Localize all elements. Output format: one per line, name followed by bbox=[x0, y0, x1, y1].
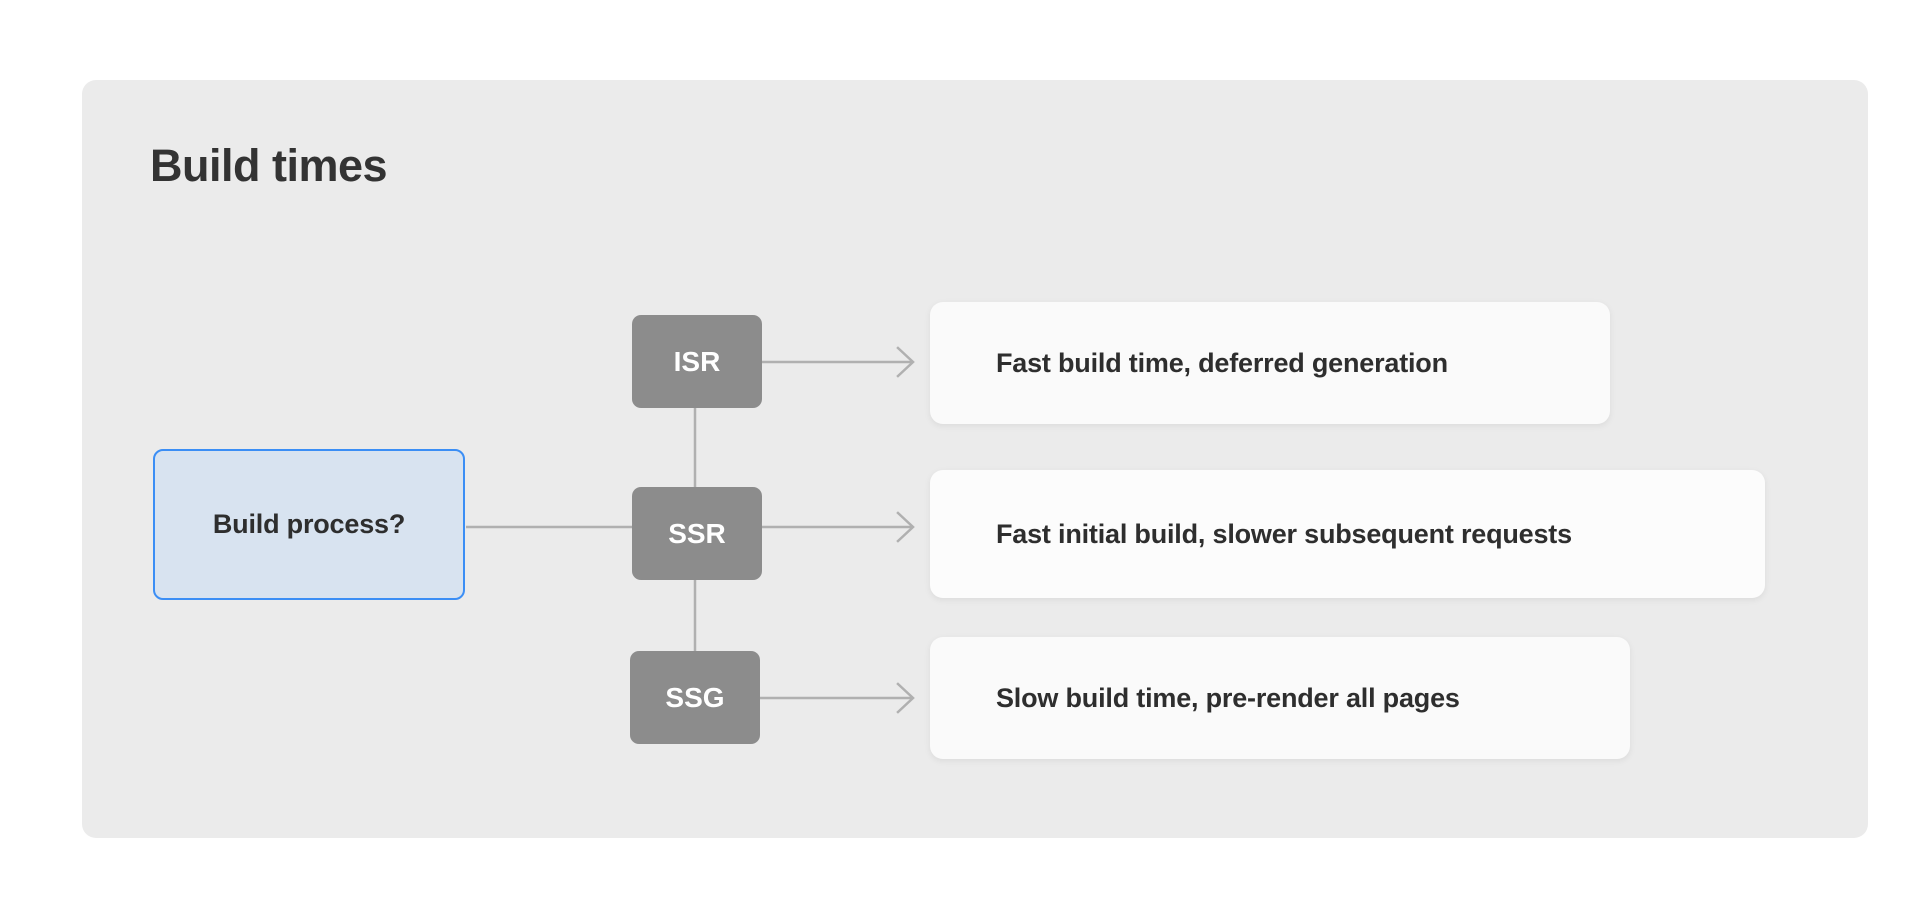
outcome-card-ssr-label: Fast initial build, slower subsequent re… bbox=[996, 518, 1572, 549]
node-isr-label: ISR bbox=[673, 345, 721, 377]
node-ssg[interactable]: SSG bbox=[630, 651, 760, 744]
arrowhead-isr-icon bbox=[896, 346, 915, 378]
outcome-card-isr-label: Fast build time, deferred generation bbox=[996, 347, 1448, 378]
node-ssg-label: SSG bbox=[665, 681, 725, 713]
outcome-card-ssg-label: Slow build time, pre-render all pages bbox=[996, 682, 1460, 713]
node-isr[interactable]: ISR bbox=[632, 315, 762, 408]
outcome-card-ssg[interactable]: Slow build time, pre-render all pages bbox=[930, 637, 1630, 759]
node-build-process-label: Build process? bbox=[212, 509, 406, 539]
node-ssr-label: SSR bbox=[668, 517, 726, 549]
page-title: Build times bbox=[150, 140, 388, 191]
outcome-card-ssr[interactable]: Fast initial build, slower subsequent re… bbox=[930, 470, 1765, 598]
arrowhead-ssr-icon bbox=[896, 511, 915, 543]
arrowhead-ssg-icon bbox=[896, 682, 915, 714]
outcome-card-isr[interactable]: Fast build time, deferred generation bbox=[930, 302, 1610, 424]
node-ssr[interactable]: SSR bbox=[632, 487, 762, 580]
node-build-process[interactable]: Build process? bbox=[153, 449, 465, 600]
